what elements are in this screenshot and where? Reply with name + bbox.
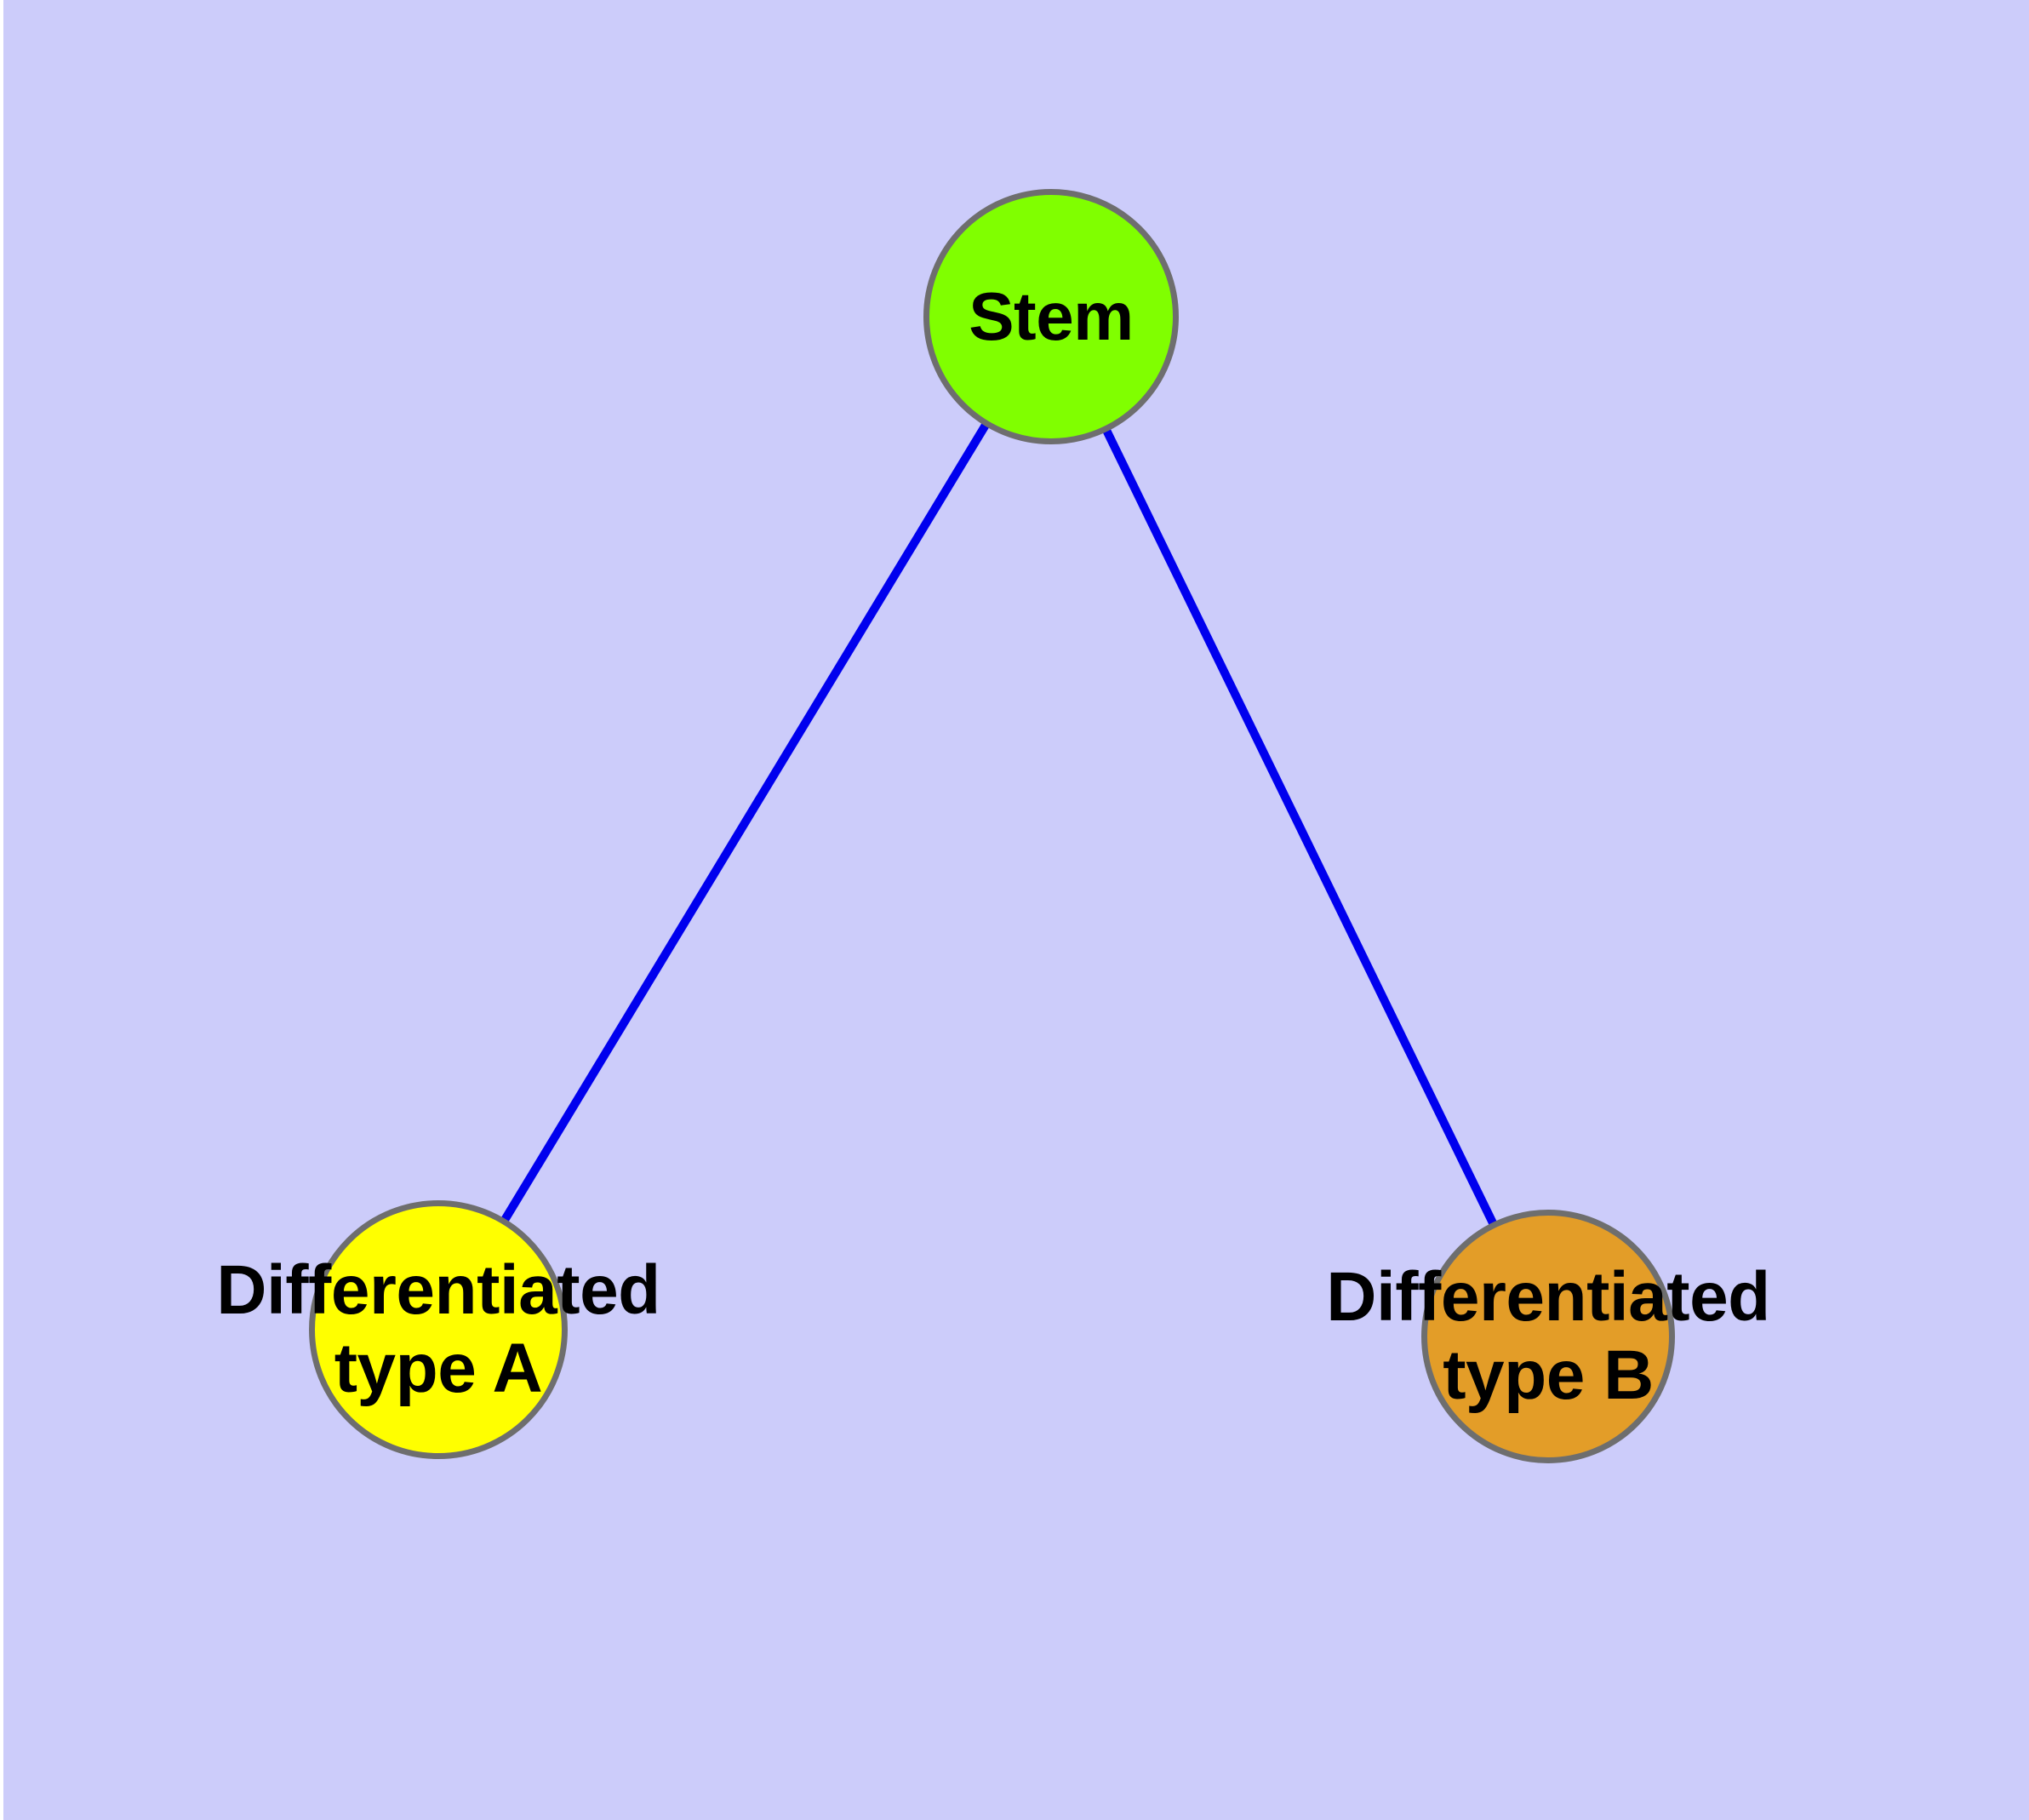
- node-differentiated-type-b-circle[interactable]: [1421, 1210, 1675, 1463]
- edge-stem-to-differentiated-type-b: [1047, 314, 1552, 1339]
- node-stem-circle[interactable]: [923, 189, 1179, 444]
- node-stem[interactable]: Stem: [923, 189, 1179, 444]
- node-differentiated-type-a-circle[interactable]: [309, 1200, 568, 1459]
- edge-layer: [434, 314, 1552, 1339]
- edge-stem-to-differentiated-type-a: [434, 314, 1055, 1332]
